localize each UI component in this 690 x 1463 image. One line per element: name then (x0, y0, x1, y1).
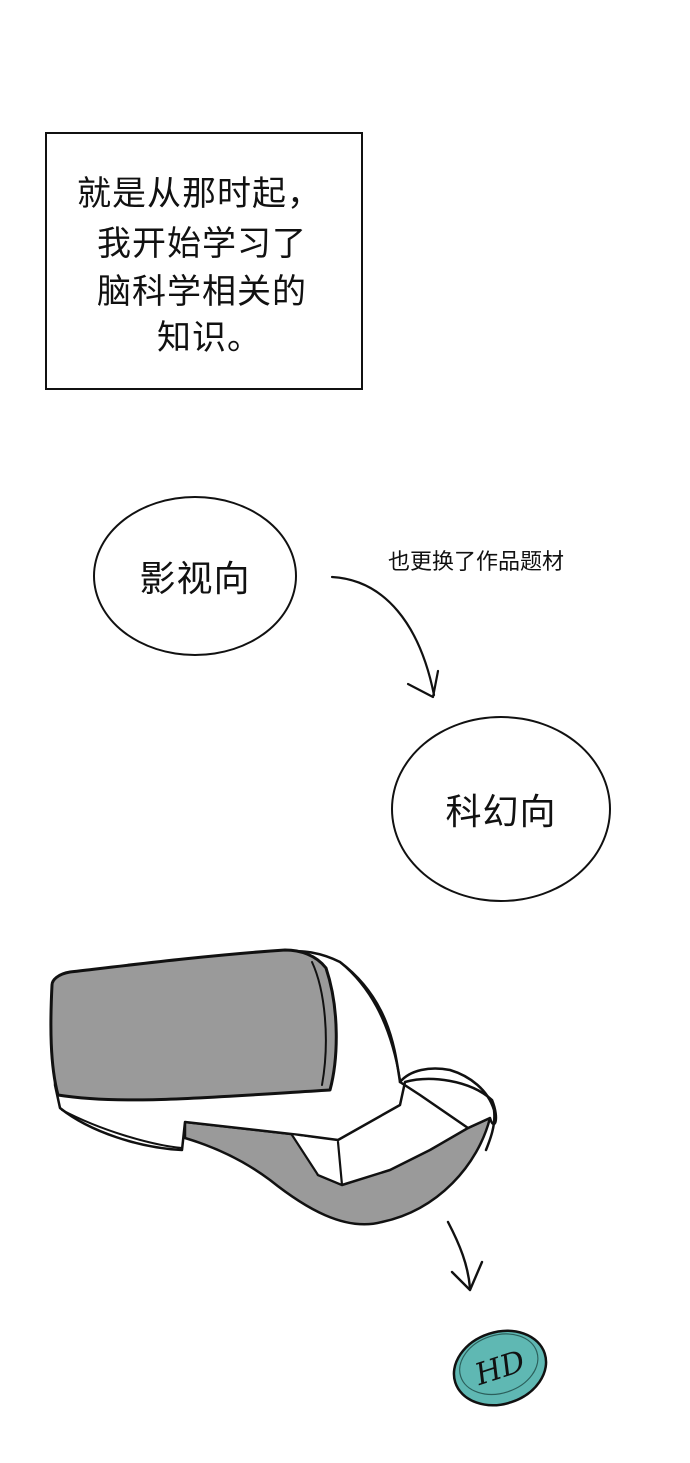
caption-box: 就是从那时起， 我开始学习了 脑科学相关的 知识。 (45, 132, 363, 390)
vr-headset-icon (49, 948, 498, 1226)
curved-arrow-icon (330, 575, 440, 699)
bubble-film-tv: 影视向 (93, 496, 297, 656)
caption-line-2: 我开始学习了 (97, 224, 307, 264)
bubble-film-tv-label: 影视向 (139, 559, 251, 600)
caption-line-3: 脑科学相关的 (97, 272, 307, 312)
genre-change-note: 也更换了作品题材 (388, 550, 565, 575)
caption-line-4: 知识。 (157, 318, 262, 358)
coin-icon: HD (452, 1329, 548, 1407)
caption-line-1: 就是从那时起， (77, 174, 322, 214)
bubble-sci-fi: 科幻向 (391, 716, 611, 902)
bubble-sci-fi-label: 科幻向 (445, 792, 557, 833)
down-arrow-icon (446, 1220, 484, 1292)
